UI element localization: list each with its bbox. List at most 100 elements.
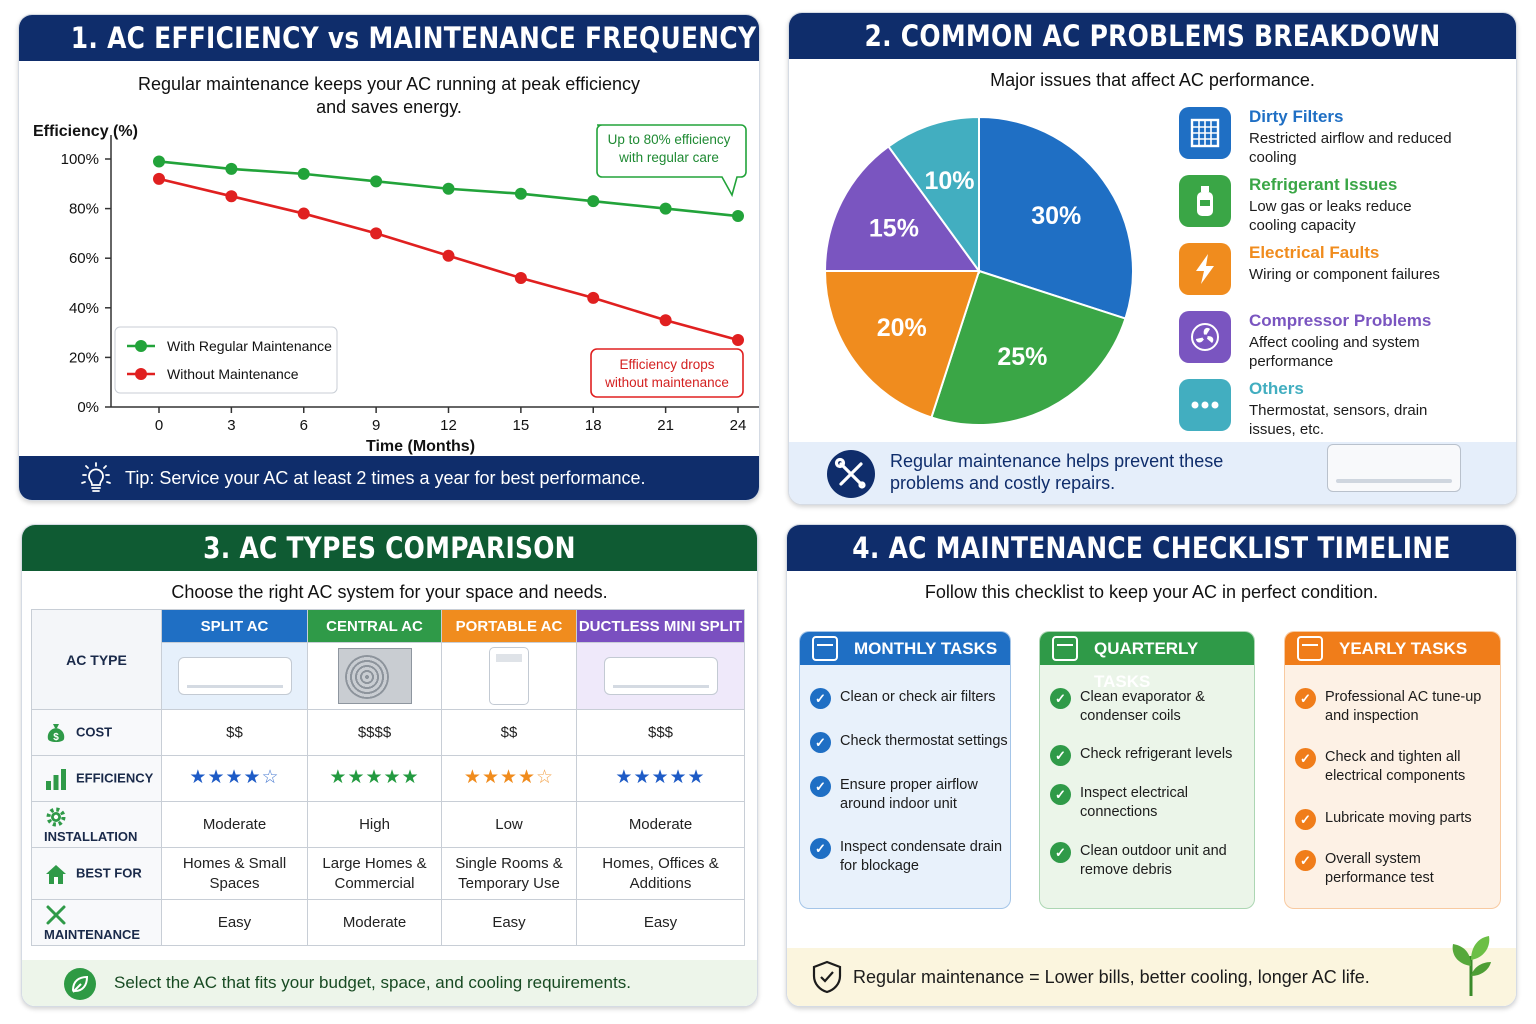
data-point xyxy=(442,249,455,262)
task-item-line: Clean evaporator & xyxy=(1080,689,1205,705)
legend-title: Compressor Problems xyxy=(1249,311,1432,330)
task-item-line: Clean or check air filters xyxy=(840,689,996,705)
task-item-line: for blockage xyxy=(840,858,919,874)
checkmark-icon: ✓ xyxy=(1295,748,1316,769)
task-card-header: QUARTERLY TASKS xyxy=(1040,632,1254,691)
legend-description: Restricted airflow and reduced cooling xyxy=(1249,130,1452,166)
task-item-line: around indoor unit xyxy=(840,796,957,812)
task-item-line: performance test xyxy=(1325,870,1434,886)
table-cell: Moderate xyxy=(576,801,745,848)
ac-unit-image xyxy=(161,642,308,710)
cell-line: $$ xyxy=(226,723,243,741)
ac-unit-image xyxy=(576,642,745,710)
task-card-title: QUARTERLY TASKS xyxy=(1094,639,1198,691)
bar-chart-icon xyxy=(44,768,76,790)
cell-line: Temporary Use xyxy=(458,874,560,892)
table-cell: Single Rooms &Temporary Use xyxy=(441,847,577,900)
problems-pie-chart: 30%25%20%15%10% xyxy=(823,115,1134,426)
plant-icon xyxy=(1452,936,1491,996)
data-point xyxy=(370,227,383,240)
svg-text:$: $ xyxy=(53,732,59,743)
legend-title: Others xyxy=(1249,379,1304,398)
cell-line: Large Homes & xyxy=(322,854,427,872)
x-tick-label: 15 xyxy=(513,417,530,434)
table-cell: $$ xyxy=(441,709,577,756)
legend-marker xyxy=(135,368,147,380)
cell-line: Moderate xyxy=(342,913,407,931)
tip-bar: Tip: Service your AC at least 2 times a … xyxy=(19,456,759,500)
panel-title: 2. COMMON AC PROBLEMS BREAKDOWN xyxy=(864,19,1441,53)
y-tick-label: 20% xyxy=(69,349,99,366)
checkmark-icon: ✓ xyxy=(1050,842,1071,863)
x-tick-label: 0 xyxy=(155,417,163,434)
checkmark-icon: ✓ xyxy=(810,688,831,709)
x-tick-label: 12 xyxy=(440,417,457,434)
data-point xyxy=(297,167,310,180)
data-point xyxy=(297,207,310,220)
x-tick-label: 3 xyxy=(227,417,235,434)
ac-type-header: AC TYPE xyxy=(31,609,162,710)
select-ac-text: Select the AC that fits your budget, spa… xyxy=(114,973,631,992)
column-header: SPLIT AC xyxy=(161,609,308,643)
footer-line: Regular maintenance helps prevent these xyxy=(890,451,1224,471)
data-point xyxy=(225,190,238,203)
cell-line: Easy xyxy=(217,913,252,931)
task-card: QUARTERLY TASKS✓Clean evaporator &conden… xyxy=(1039,631,1255,909)
dots-icon xyxy=(1179,379,1231,431)
task-item: ✓Clean evaporator &condenser coils xyxy=(1050,688,1205,726)
legend-label: With Regular Maintenance xyxy=(167,338,332,354)
table-cell: Moderate xyxy=(307,899,442,946)
y-tick-label: 40% xyxy=(69,300,99,317)
legend-description: Affect cooling and system performance xyxy=(1249,334,1420,370)
table-cell: High xyxy=(307,801,442,848)
checkmark-icon: ✓ xyxy=(1050,784,1071,805)
checkmark-icon: ✓ xyxy=(1295,688,1316,709)
calendar-icon xyxy=(812,636,838,661)
legend-description: Low gas or leaks reduce cooling capacity xyxy=(1249,198,1412,234)
row-label: INSTALLATION xyxy=(44,829,138,844)
pie-slice-label: 30% xyxy=(1031,202,1081,230)
table-cell: Easy xyxy=(441,899,577,946)
panel-subtitle: Choose the right AC system for your spac… xyxy=(171,582,608,602)
cell-line: High xyxy=(359,815,390,833)
legend-description: Thermostat, sensors, drain issues, etc. xyxy=(1249,402,1428,438)
x-tick-label: 18 xyxy=(585,417,602,434)
task-item-line: Check thermostat settings xyxy=(840,733,1008,749)
task-item: ✓Check thermostat settings xyxy=(810,732,1008,753)
benefits-text: Regular maintenance = Lower bills, bette… xyxy=(853,967,1370,987)
checkmark-icon: ✓ xyxy=(1050,688,1071,709)
table-cell: $$$ xyxy=(576,709,745,756)
calendar-icon xyxy=(1297,636,1323,661)
checklist-panel: 4. AC MAINTENANCE CHECKLIST TIMELINE Fol… xyxy=(786,524,1517,1007)
wrench-screwdriver-icon xyxy=(827,450,875,498)
efficiency-rating: ★★★★☆ xyxy=(441,755,577,802)
pie-slice xyxy=(887,115,980,275)
row-header: $COST xyxy=(31,709,162,756)
good-callout xyxy=(596,124,747,198)
table-cell: $$$$ xyxy=(307,709,442,756)
cell-line: Moderate xyxy=(202,815,267,833)
y-tick-label: 0% xyxy=(77,399,99,416)
y-tick-label: 100% xyxy=(61,151,99,168)
efficiency-panel: 1. AC EFFICIENCY vs MAINTENANCE FREQUENC… xyxy=(18,14,760,501)
cell-line: $$ xyxy=(500,723,518,741)
task-item-line: Overall system xyxy=(1325,851,1421,867)
row-label: BEST FOR xyxy=(76,864,142,880)
data-point xyxy=(153,172,165,185)
legend-label: Without Maintenance xyxy=(167,366,299,382)
data-point xyxy=(659,314,672,327)
data-point xyxy=(732,210,744,223)
task-item-line: electrical components xyxy=(1325,768,1466,784)
pie-slice xyxy=(978,115,1134,320)
x-tick-label: 9 xyxy=(372,417,380,434)
task-item-line: Lubricate moving parts xyxy=(1325,810,1472,826)
good-callout-line: with regular care xyxy=(618,150,719,165)
data-point xyxy=(514,272,527,285)
